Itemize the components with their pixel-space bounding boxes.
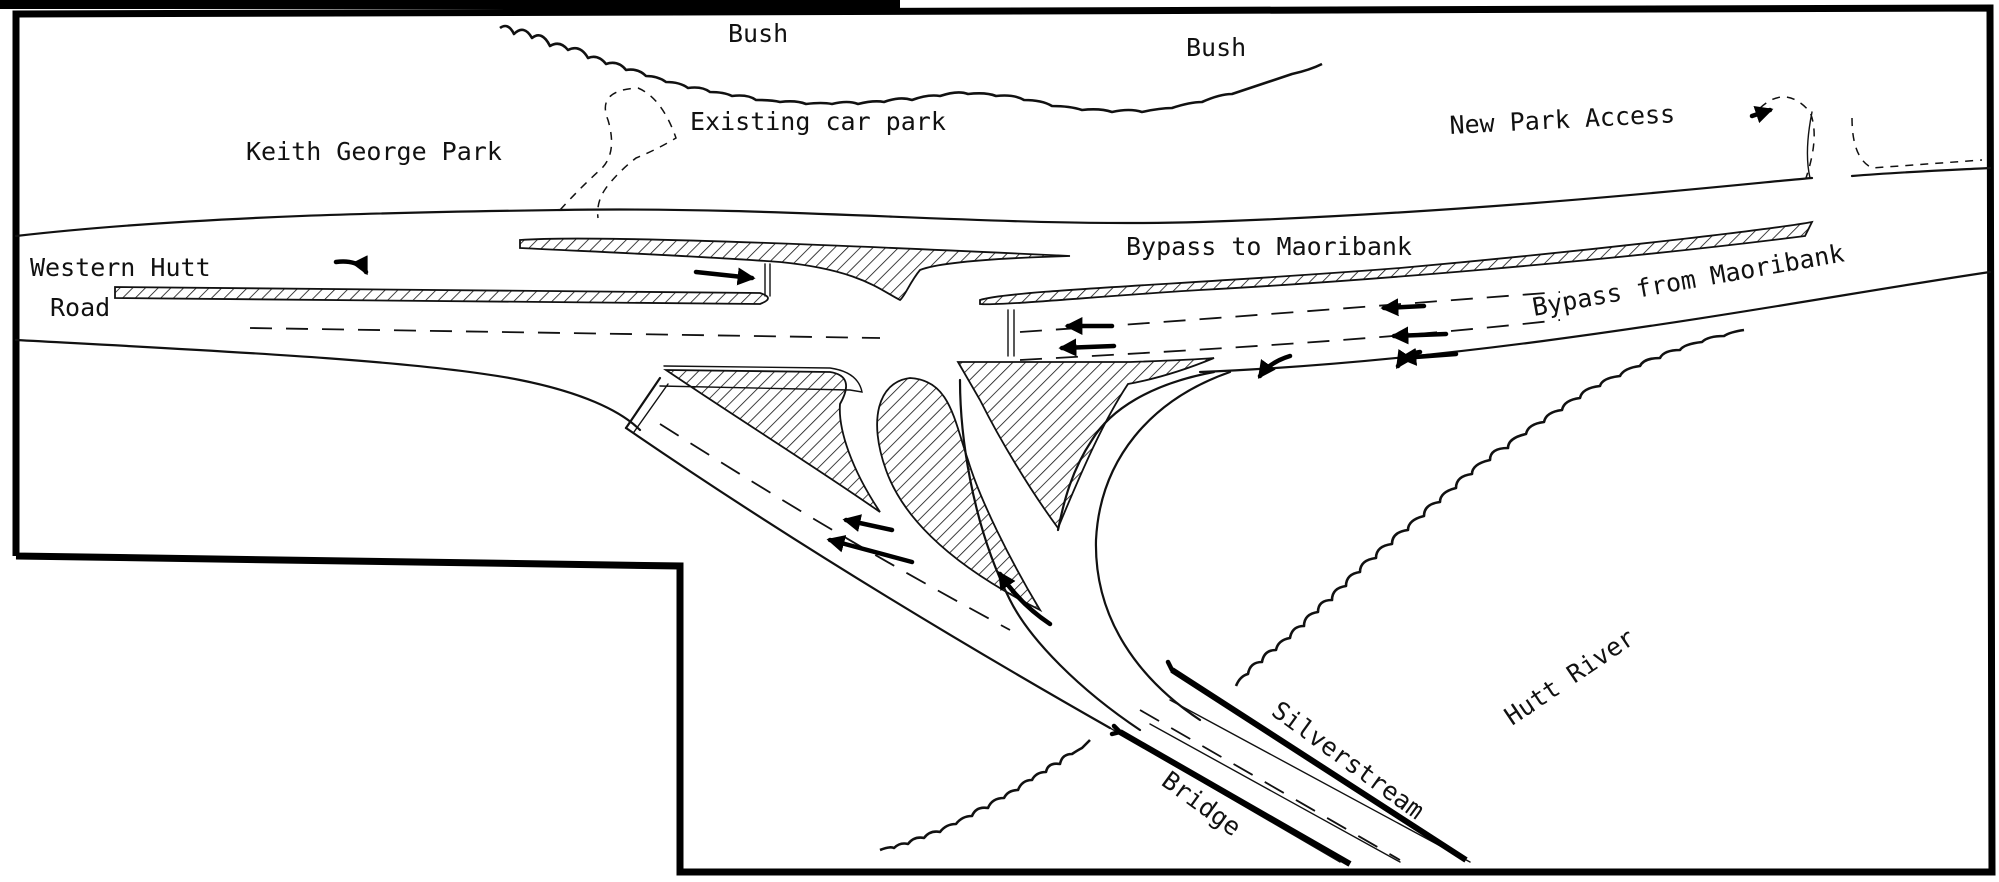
map-frame (12, 4, 1996, 876)
arrow-curve-2 (1395, 349, 1423, 369)
curve-to-bridge (1094, 370, 1232, 722)
river-bank-north (1234, 328, 1745, 687)
bypass-to-divider (519, 237, 1071, 302)
arrow-western-hutt-east (333, 255, 369, 276)
road-upper-edge (14, 166, 1992, 238)
new-park-access-road (1759, 96, 1815, 179)
bridge-east-endcap (1165, 659, 1175, 673)
western-hutt-median (114, 286, 769, 305)
bridge-approach-right (958, 378, 1142, 732)
arrow-westbound-2 (1058, 338, 1117, 357)
centre-dashes (249, 327, 881, 339)
bridge-approach-centre (659, 423, 1011, 631)
arrow-bridge-nw-2 (826, 535, 915, 565)
left-triangle-island (663, 369, 881, 513)
right-slip-outer (1056, 370, 1216, 532)
arrow-curve-1 (1257, 353, 1293, 379)
bush-line (499, 24, 1323, 114)
bypass-from-dashes (1019, 319, 1561, 361)
road-right-edge (1198, 270, 1992, 374)
river-bank-south (879, 739, 1091, 852)
label-hutt-river: Hutt River (1499, 623, 1640, 731)
teardrop-island (876, 377, 1043, 613)
bridge-east-rail (1170, 667, 1468, 863)
bridge-west-rail (1118, 729, 1352, 867)
label-keith-george-park: Keith George Park (246, 137, 502, 166)
arrow-bridge-nw-1 (842, 514, 895, 533)
arrow-bypass-2 (1390, 326, 1449, 345)
label-bush-left: Bush (728, 19, 788, 48)
existing-car-park-outline (559, 87, 677, 219)
arrow-bypass-1 (1380, 298, 1427, 317)
park-access-arrow (1749, 106, 1774, 124)
label-western-hutt: Western Hutt (30, 253, 211, 282)
label-silverstream: Silverstream (1266, 695, 1429, 825)
park-access-curve (1806, 111, 1813, 179)
maoribank-divider (979, 220, 1814, 306)
arrow-bridge-north (997, 571, 1053, 627)
label-bypass-to: Bypass to Maoribank (1126, 232, 1412, 261)
label-existing-car-park: Existing car park (690, 107, 946, 136)
bridge-approach-left (624, 426, 1112, 730)
bridge-west-endcap (1109, 723, 1123, 737)
park-access-right-edge (1851, 117, 1983, 169)
bridge-centre-dash (1139, 709, 1401, 861)
label-bush-right: Bush (1186, 33, 1246, 62)
label-road: Road (50, 293, 110, 322)
arrow-entry-east (693, 267, 756, 286)
right-triangle-island (956, 357, 1215, 530)
label-new-park-access: New Park Access (1449, 99, 1676, 140)
left-slip-edge (659, 365, 863, 393)
road-lower-edge (14, 338, 642, 432)
